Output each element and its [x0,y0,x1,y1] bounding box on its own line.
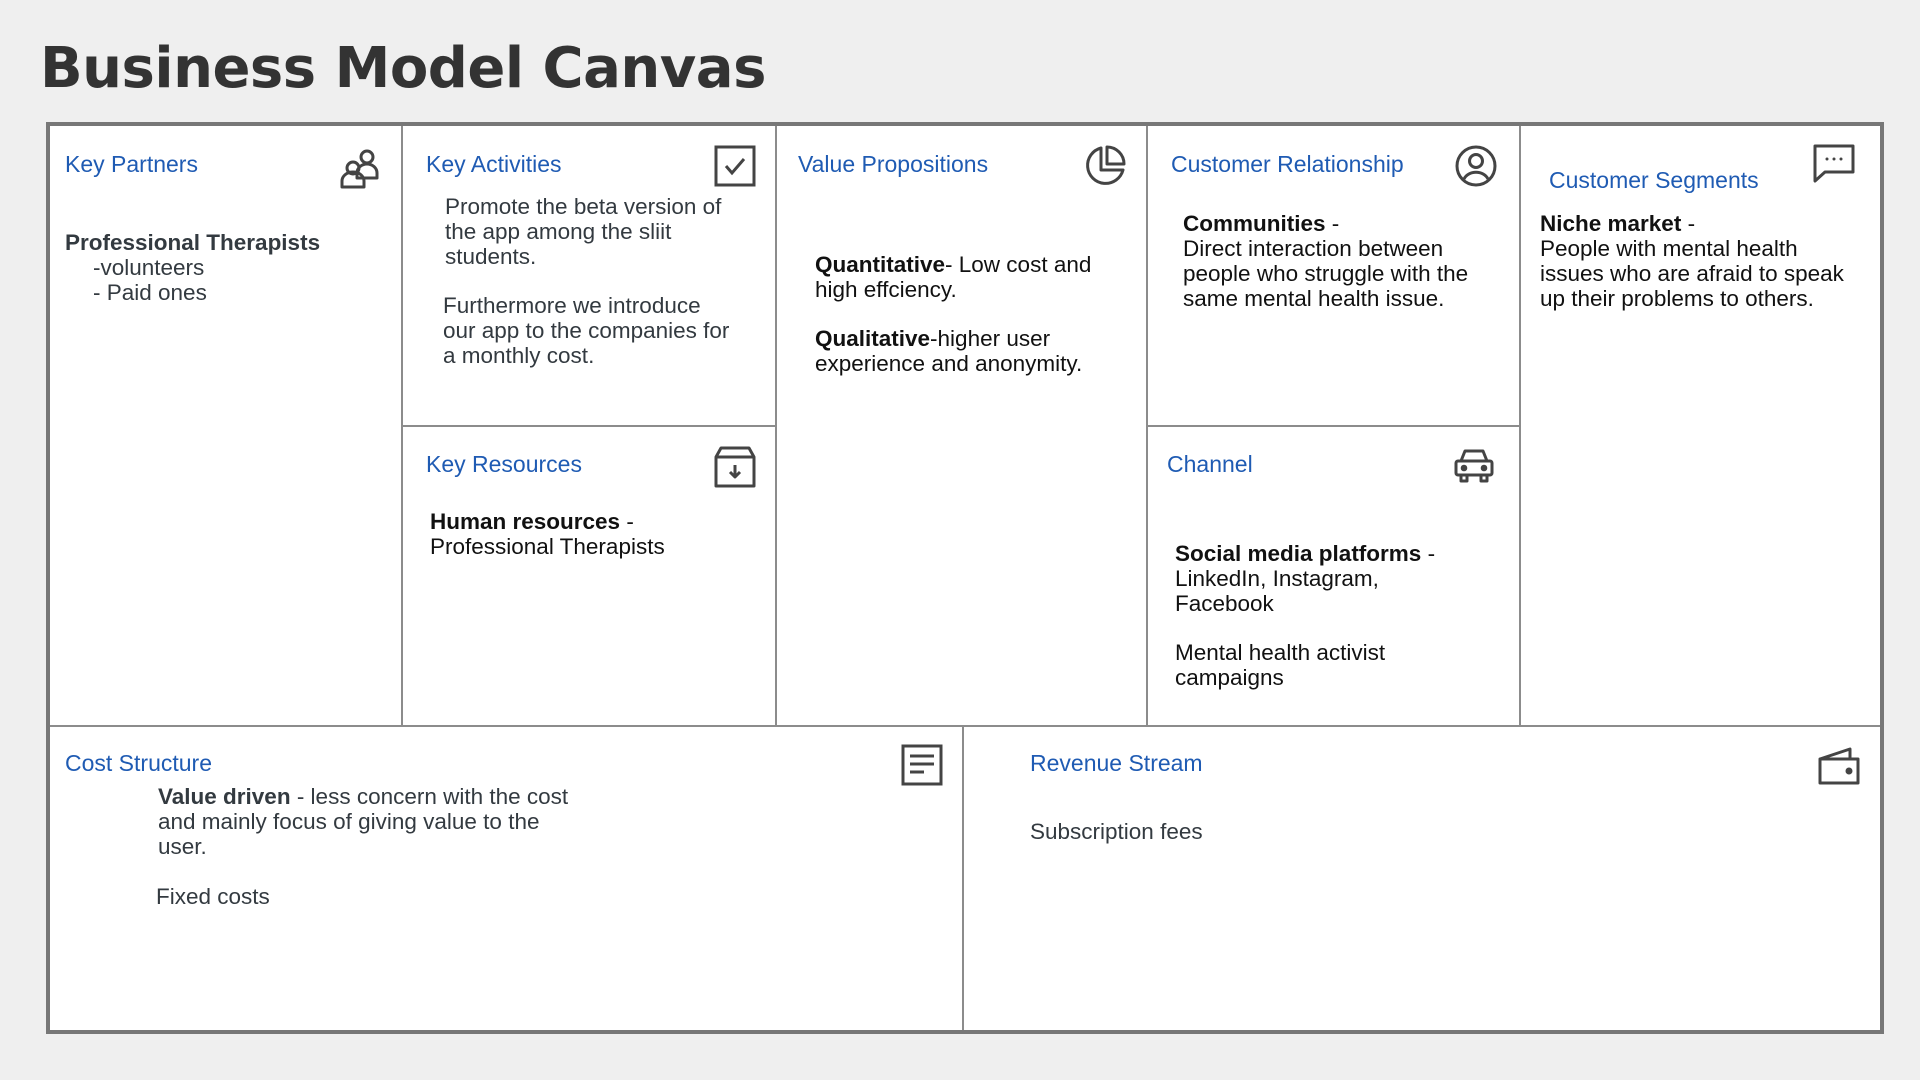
customer-segments-title: Customer Segments [1549,167,1759,193]
value-propositions-title: Value Propositions [798,151,989,177]
revenue-stream-content: Subscription fees [1030,819,1430,844]
value-qualitative-label: Qualitative [815,326,931,351]
key-partners-heading: Professional Therapists [65,230,321,255]
cost-structure-description: - less concern with the cost and mainly … [158,784,569,859]
value-quantitative-text: - Low cost and high effciency. [815,252,1092,302]
user-circle-icon [1454,144,1498,188]
customer-relationship-content: Communities -Direct interaction between … [1183,211,1503,311]
customer-relationship-cell: Customer Relationship Communities -Direc… [1148,126,1521,427]
page-title: Business Model Canvas [40,36,766,101]
car-icon [1452,443,1496,487]
pie-chart-icon [1083,144,1127,188]
channel-description: LinkedIn, Instagram, Facebook [1175,566,1379,616]
value-propositions-cell: Value Propositions Quantitative- Low cos… [777,126,1148,727]
value-qualitative-text: -higher user experience and anonymity. [815,326,1083,376]
key-partners-item-volunteers: -volunteers [93,255,205,280]
key-activities-cell: Key Activities Promote the beta version … [403,126,777,427]
value-quantitative: Quantitative- Low cost and high effcienc… [815,252,1115,302]
channel-content: Social media platforms - LinkedIn, Instag… [1175,541,1495,690]
channel-text: Social media platforms - LinkedIn, Instag… [1175,541,1495,616]
document-lines-icon [900,743,944,787]
cost-structure-content: Value driven - less concern with the cos… [158,784,588,859]
business-model-canvas: Key Partners Professional Therapists -vo… [46,122,1884,1034]
wallet-icon [1817,743,1861,787]
partners-icon [339,147,383,191]
key-resources-description: Professional Therapists [430,534,665,559]
channel-label-suffix: - [1421,541,1436,566]
revenue-stream-text: Subscription fees [1030,819,1203,844]
revenue-stream-cell: Revenue Stream Subscription fees [964,727,1880,1030]
key-resources-text: Human resources -Professional Therapists [430,509,750,559]
cost-structure-title: Cost Structure [65,750,212,776]
channel-label: Social media platforms [1175,541,1422,566]
cost-structure-fixed-costs: Fixed costs [156,884,270,909]
customer-relationship-text: Communities -Direct interaction between … [1183,211,1503,311]
key-partners-content: Professional Therapists -volunteers - Pa… [65,230,385,305]
key-partners-title: Key Partners [65,151,198,177]
cost-structure-text: Value driven - less concern with the cos… [158,784,588,859]
checkbox-icon [713,144,757,188]
customer-relationship-label: Communities [1183,211,1326,236]
key-resources-title: Key Resources [426,451,582,477]
key-resources-cell: Key Resources Human resources -Professio… [403,427,777,727]
customer-relationship-title: Customer Relationship [1171,151,1404,177]
channel-text-2: Mental health activist campaigns [1175,640,1386,690]
cost-structure-label: Value driven [158,784,291,809]
value-propositions-content: Quantitative- Low cost and high effcienc… [815,252,1115,376]
key-activities-title: Key Activities [426,151,562,177]
customer-segments-label-suffix: - [1681,211,1696,236]
key-partners-item-paid: - Paid ones [93,280,207,305]
cost-structure-content-2: Fixed costs [156,884,456,909]
chat-bubble-icon [1812,142,1856,186]
key-partners-cell: Key Partners Professional Therapists -vo… [50,126,403,727]
archive-box-icon [713,445,757,489]
customer-segments-text: Niche market -People with mental health … [1540,211,1850,311]
channel-title: Channel [1167,451,1253,477]
key-resources-content: Human resources -Professional Therapists [430,509,750,559]
value-quantitative-label: Quantitative [815,252,946,277]
key-resources-label: Human resources [430,509,621,534]
key-activities-paragraph-1: Promote the beta version of the app amon… [445,194,722,269]
value-qualitative: Qualitative-higher user experience and a… [815,326,1115,376]
customer-segments-description: People with mental health issues who are… [1540,236,1844,311]
customer-segments-label: Niche market [1540,211,1682,236]
customer-segments-content: Niche market -People with mental health … [1540,211,1850,311]
channel-cell: Channel Social media platforms - LinkedIn… [1148,427,1521,727]
key-activities-content-2: Furthermore we introduce our app to the … [443,293,738,368]
cost-structure-cell: Cost Structure Value driven - less conce… [50,727,964,1030]
revenue-stream-title: Revenue Stream [1030,750,1203,776]
customer-relationship-label-suffix: - [1325,211,1340,236]
customer-relationship-description: Direct interaction between people who st… [1183,236,1469,311]
key-activities-paragraph-2: Furthermore we introduce our app to the … [443,293,730,368]
customer-segments-cell: Customer Segments Niche market -People w… [1521,126,1880,727]
key-resources-label-suffix: - [620,509,634,534]
key-activities-content: Promote the beta version of the app amon… [445,194,735,269]
